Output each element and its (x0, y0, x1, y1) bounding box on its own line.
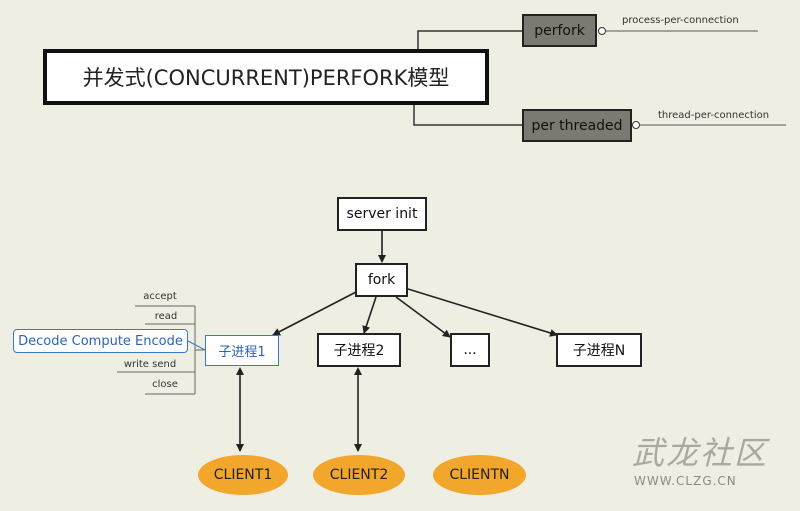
connector-perfork-dot (598, 27, 606, 35)
arrow-fork-to-child2 (362, 296, 377, 334)
arrow-fork-to-childN (407, 288, 558, 337)
arrow-fork-to-ellipsis (395, 296, 451, 338)
op-read: read (154, 311, 178, 322)
child-process-ellipsis: ... (450, 333, 490, 367)
branch-per-threaded: per threaded (522, 109, 632, 142)
server-init-box: server init (337, 197, 427, 231)
client-2: CLIENT2 (313, 455, 405, 495)
connector-title-perfork (417, 30, 522, 49)
main-title: 并发式(CONCURRENT)PERFORK模型 (43, 49, 489, 105)
op-decode-compute-encode: Decode Compute Encode (13, 329, 188, 353)
client-1: CLIENT1 (198, 455, 288, 495)
watermark-main: 武龙社区 (632, 434, 769, 472)
watermark-logo: 武龙社区 WWW.CLZG.CN (632, 428, 782, 498)
client-n: CLIENTN (433, 455, 526, 495)
connector-title-perthreaded (413, 105, 522, 126)
op-write-send: write send (123, 359, 177, 370)
op-accept: accept (143, 291, 177, 302)
op-close: close (152, 379, 178, 390)
arrow-fork-to-child1 (272, 291, 357, 336)
connector-perthreaded-dot (632, 121, 640, 129)
child-process-n: 子进程N (556, 333, 642, 367)
child-process-2: 子进程2 (317, 333, 401, 367)
branch-perfork-leaf: process-per-connection (622, 15, 739, 26)
fork-box: fork (355, 263, 408, 297)
child-process-1: 子进程1 (205, 335, 279, 366)
branch-per-threaded-leaf: thread-per-connection (658, 110, 770, 121)
op-line-decode (187, 340, 206, 351)
watermark-sub: WWW.CLZG.CN (634, 474, 737, 488)
branch-perfork: perfork (522, 14, 597, 47)
